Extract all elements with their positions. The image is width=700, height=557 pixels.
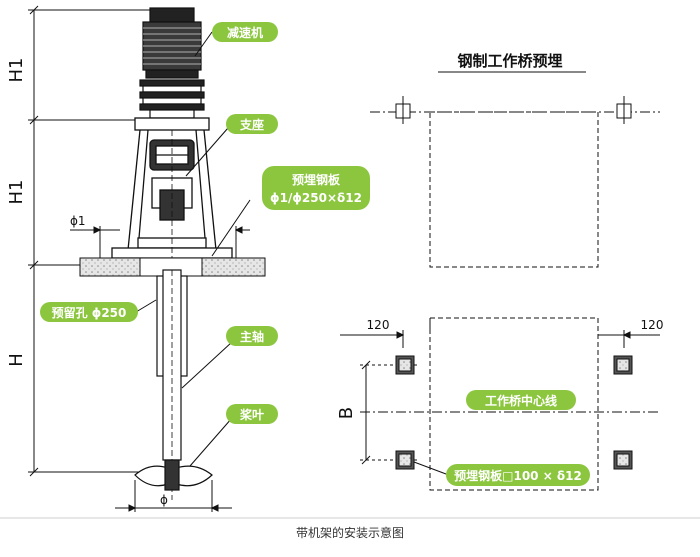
- callout-bridge-center: 工作桥中心线: [466, 390, 576, 410]
- figure-caption: 带机架的安装示意图: [296, 525, 404, 540]
- label-reserved-hole: 预留孔 ϕ250: [52, 305, 127, 320]
- label-bridge-plate: 预埋钢板□100 × δ12: [454, 468, 582, 483]
- callout-reserved-hole: 预留孔 ϕ250: [40, 299, 157, 322]
- label-reducer: 减速机: [227, 25, 263, 40]
- label-bracket: 支座: [239, 117, 264, 132]
- label-plate-title: 预埋钢板: [292, 172, 341, 187]
- label-plate-spec: ϕ1/ϕ250×δ12: [270, 191, 362, 205]
- dim-phi1: ϕ1: [70, 214, 86, 228]
- callout-impeller: 桨叶: [189, 404, 278, 467]
- phi-dimension: [115, 480, 232, 512]
- dim-phi: ϕ: [160, 493, 168, 507]
- callout-reducer: 减速机: [194, 22, 278, 57]
- main-shaft: [156, 269, 188, 500]
- label-bridge-center: 工作桥中心线: [485, 393, 557, 408]
- bridge-title: 钢制工作桥预埋: [457, 52, 562, 70]
- dim-120-right: 120: [641, 318, 664, 332]
- left-dimension-lines: [28, 5, 150, 477]
- dim-h1-top: H1: [6, 58, 27, 83]
- impeller-blades: [134, 459, 213, 491]
- reducer-motor: [139, 7, 205, 119]
- dim-120-left: 120: [367, 318, 390, 332]
- bracket-frame: [111, 117, 233, 259]
- callout-bridge-plate: 预埋钢板□100 × δ12: [413, 461, 590, 486]
- label-main-shaft: 主轴: [240, 329, 264, 344]
- callout-main-shaft: 主轴: [181, 326, 278, 389]
- label-impeller: 桨叶: [239, 407, 264, 422]
- dim-h: H: [6, 353, 27, 367]
- phi1-dimension: [70, 226, 250, 262]
- embedded-plates: [395, 355, 633, 470]
- bridge-side-view: [370, 96, 660, 268]
- callout-embedded-plate: 预埋钢板 ϕ1/ϕ250×δ12: [211, 166, 370, 257]
- dim-b: B: [336, 407, 357, 419]
- dim-h1-mid: H1: [6, 180, 27, 205]
- callout-bracket: 支座: [185, 114, 278, 177]
